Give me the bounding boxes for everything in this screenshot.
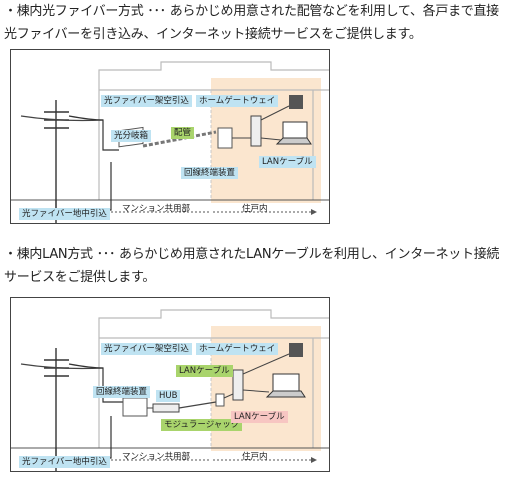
label-modular-jack: モジュラージャック xyxy=(161,419,243,431)
label-conduit: 配管 xyxy=(171,127,195,139)
label-splitter: 光分岐箱 xyxy=(111,130,152,142)
section2-line1: ・棟内LAN方式 ･･･ あらかじめ用意されたLANケーブルを利用し、インターネ… xyxy=(4,247,500,262)
conduit-pipe xyxy=(142,130,217,148)
label-underground-fiber-2: 光ファイバー地中引込 xyxy=(19,456,110,468)
roof-line xyxy=(98,61,329,90)
laptop-icon-2 xyxy=(272,373,300,392)
gateway-device xyxy=(250,115,262,147)
diagram-fiber-method: 光ファイバー架空引込 ホームゲートウェイ 光分岐箱 配管 LANケーブル 回線終… xyxy=(10,49,330,224)
modular-jack xyxy=(215,393,225,407)
label-overhead-fiber: 光ファイバー架空引込 xyxy=(101,95,192,107)
phone-icon xyxy=(289,95,303,109)
label-underground-fiber: 光ファイバー地中引込 xyxy=(19,208,110,220)
section1-line2: 光ファイバーを引き込み、インターネット接続サービスをご提供します。 xyxy=(4,27,422,42)
building-illustration-2 xyxy=(11,309,329,471)
label-overhead-fiber-2: 光ファイバー架空引込 xyxy=(101,343,192,355)
label-lan-cable: LANケーブル xyxy=(259,156,316,168)
onu-device xyxy=(217,127,233,149)
hub-device xyxy=(152,403,180,413)
onu-device-2 xyxy=(122,397,148,417)
label-unit-interior-2: 住戸内 xyxy=(242,452,268,462)
phone-icon-2 xyxy=(289,343,303,357)
label-home-gateway-2: ホームゲートウェイ xyxy=(196,343,279,355)
label-unit-interior: 住戸内 xyxy=(242,204,268,214)
label-common-area: マンション共用部 xyxy=(122,204,191,214)
building-illustration xyxy=(11,61,329,223)
label-onu-2: 回線終端装置 xyxy=(93,386,151,398)
section2-line2: サービスをご提供します。 xyxy=(4,270,156,285)
laptop-icon xyxy=(282,121,308,139)
label-onu: 回線終端装置 xyxy=(181,167,239,179)
diagram-lan-method: 光ファイバー架空引込 ホームゲートウェイ LANケーブル 回線終端装置 HUB … xyxy=(10,297,330,472)
label-hub: HUB xyxy=(156,390,181,402)
label-home-gateway: ホームゲートウェイ xyxy=(196,95,279,107)
section1-line1: ・棟内光ファイバー方式 ･･･ あらかじめ用意された配管などを利用して、各戸まで… xyxy=(4,4,499,19)
label-lan-cable-small: LANケーブル xyxy=(176,365,233,377)
label-lan-cable-2: LANケーブル xyxy=(231,411,288,423)
label-common-area-2: マンション共用部 xyxy=(122,452,191,462)
gateway-device-2 xyxy=(232,369,244,401)
